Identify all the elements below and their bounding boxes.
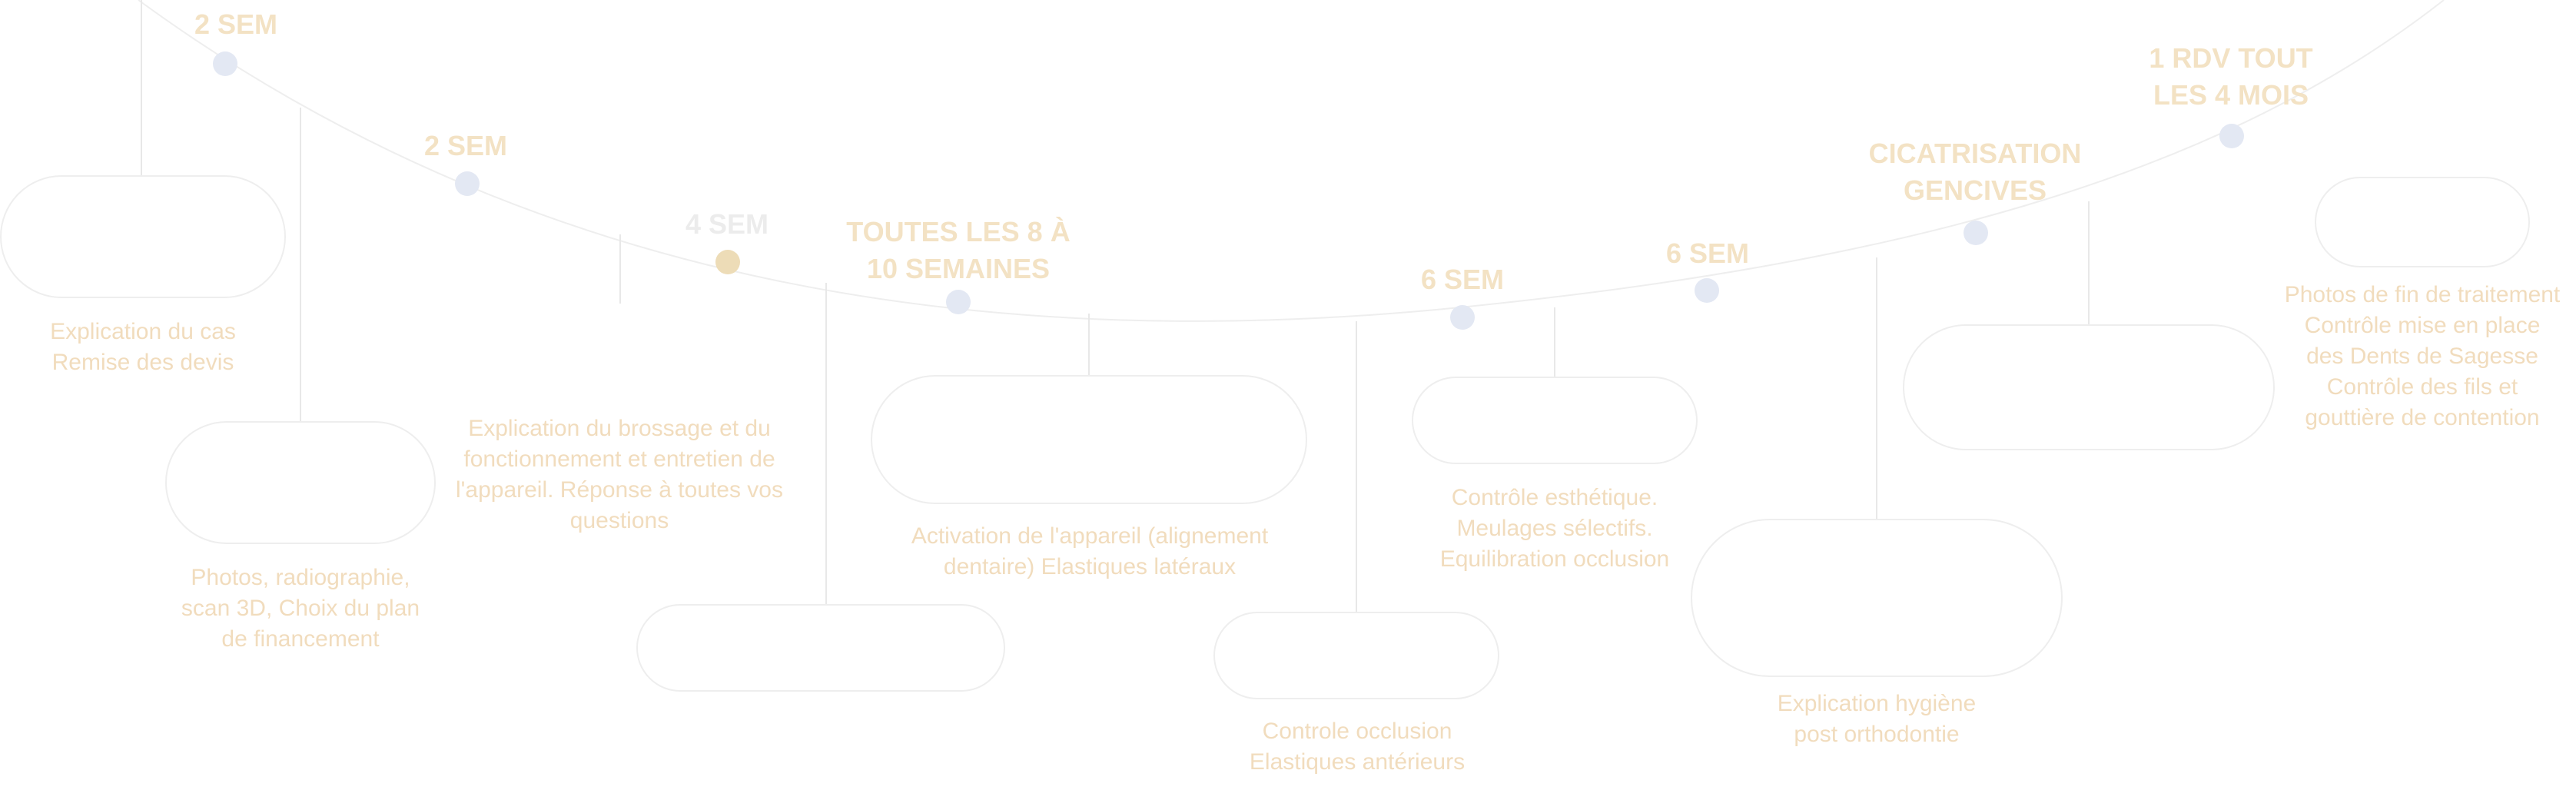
timeline-dot [2219,124,2244,148]
step-pill [2315,177,2530,267]
duration-label: 2 SEM [194,6,277,43]
step-description: Explication du cas Remise des devis [0,317,297,378]
timeline-dot-highlight [715,250,740,274]
step-description-line: gouttière de contention [2305,405,2540,430]
duration-label-line: TOUTES LES 8 À [846,216,1071,247]
duration-label-text: 6 SEM [1420,264,1505,295]
step-description-line: Controle occlusion [1262,719,1452,744]
step-description-line: Contrôle des fils et [2326,374,2518,400]
step-description-line: Elastiques antérieurs [1249,749,1466,775]
duration-label: 6 SEM [1666,235,1749,272]
step-description-line: des Dents de Sagesse [2306,344,2538,369]
duration-label-line: CICATRISATION [1868,138,2082,169]
duration-label: CICATRISATION GENCIVES [1869,135,2082,209]
step-description: Activation de l'appareil (alignement den… [859,521,1320,583]
step-description-line: questions [569,508,669,533]
timeline-dot [1964,221,1988,245]
step-pill [1691,519,2063,677]
connector-lines [141,0,2090,612]
duration-label: 1 RDV TOUT LES 4 MOIS [2149,40,2312,114]
step-pill [1213,612,1499,699]
step-description: Photos de fin de traitement Contrôle mis… [2270,280,2574,433]
duration-label-text: 2 SEM [423,130,508,161]
step-pill [0,175,286,298]
step-description-line: scan 3D, Choix du plan [181,596,420,621]
step-description-line: Explication hygiène [1777,691,1977,716]
step-description-line: l'appareil. Réponse à toutes vos [456,477,783,503]
step-description: Photos, radiographie, scan 3D, Choix du … [147,563,454,655]
step-pill [636,604,1005,692]
timeline-dots [213,51,2244,330]
duration-label-text: 4 SEM [685,208,769,240]
duration-label-line: GENCIVES [1903,174,2047,206]
step-description: Contrôle esthétique. Meulages sélectifs.… [1393,483,1716,575]
step-description-line: Photos de fin de traitement [2284,282,2561,307]
duration-label: 4 SEM [685,206,768,243]
duration-label: TOUTES LES 8 À 10 SEMAINES [846,214,1070,287]
duration-label-line: 1 RDV TOUT [2149,42,2313,74]
timeline-dot [946,290,971,314]
step-pill [165,421,436,544]
step-description: Explication du brossage et du fonctionne… [427,413,812,536]
duration-label-line: LES 4 MOIS [2153,79,2309,111]
step-description-line: Explication du cas [50,319,236,344]
step-description-line: Meulages sélectifs. [1456,516,1653,541]
step-description-line: dentaire) Elastiques latéraux [943,554,1237,579]
step-description-line: post orthodontie [1794,722,1960,747]
step-description-line: Contrôle mise en place [2304,313,2541,338]
duration-label-line: 10 SEMAINES [866,253,1051,284]
step-pill [1412,377,1698,464]
step-description-line: Activation de l'appareil (alignement [911,523,1269,549]
step-description-line: de financement [221,626,380,652]
step-description-line: Contrôle esthétique. [1451,485,1658,510]
duration-label: 2 SEM [424,128,507,164]
step-description-line: fonctionnement et entretien de [463,446,775,472]
timeline-dot [213,51,237,76]
timeline-dot [1695,278,1719,303]
timeline-curve [138,0,2445,322]
step-pill [1903,324,2275,450]
step-description-line: Photos, radiographie, [191,565,410,590]
step-pill [871,375,1307,504]
step-description-line: Equilibration occlusion [1439,546,1670,572]
duration-label-text: 2 SEM [194,8,278,40]
step-description: Controle occlusion Elastiques antérieurs [1196,716,1519,778]
step-description: Explication hygiène post orthodontie [1723,689,2030,750]
duration-label-text: 6 SEM [1665,237,1750,269]
timeline-dot [1450,305,1475,330]
step-description-line: Remise des devis [51,350,234,375]
step-description-line: Explication du brossage et du [468,416,771,441]
duration-label: 6 SEM [1421,261,1504,298]
timeline-dot [455,171,480,196]
